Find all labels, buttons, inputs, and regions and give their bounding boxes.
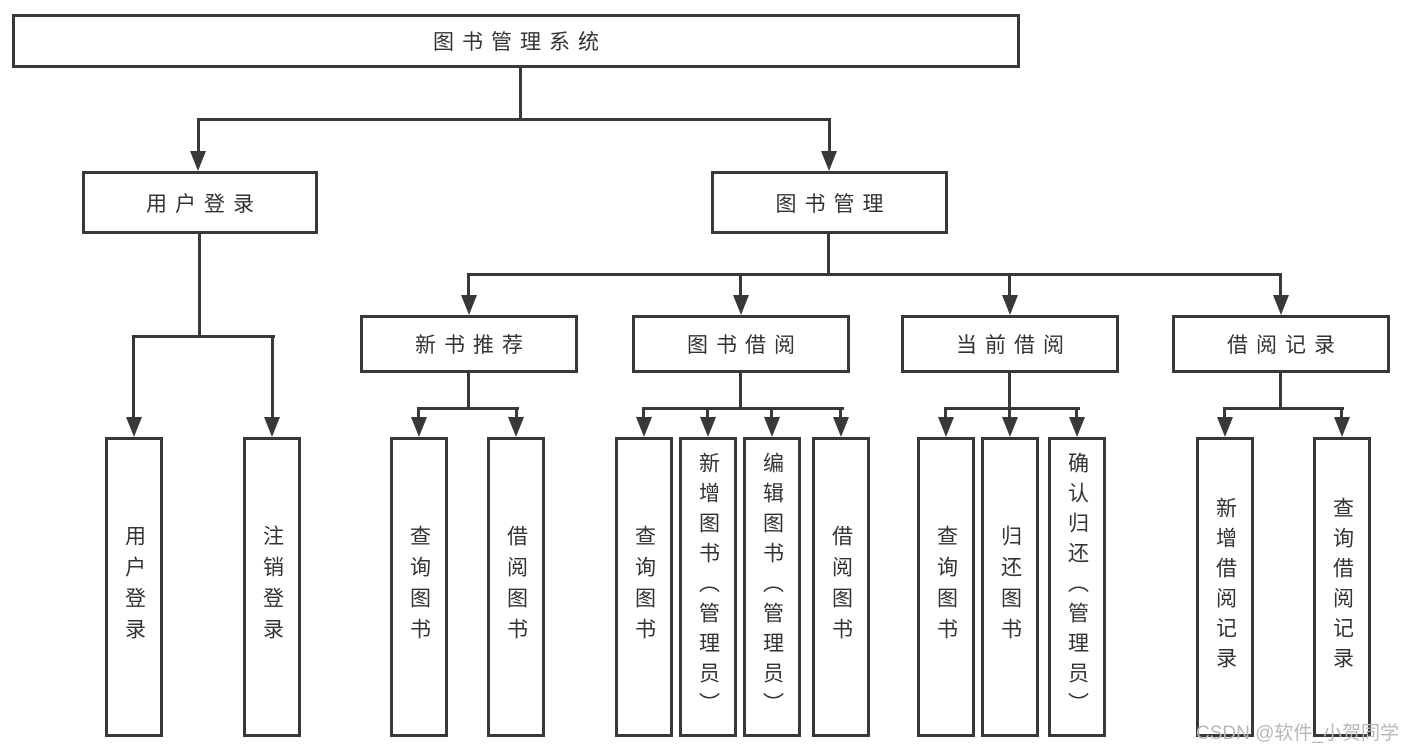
leaf-confirm-return-admin-label: 确认归还（管理员） — [1065, 452, 1089, 722]
arrow-to-leaf-user-login — [126, 417, 142, 437]
edge-to-user-login — [197, 118, 200, 153]
edge-to-add-borrow-record — [1223, 407, 1226, 417]
leaf-edit-books-admin-label: 编辑图书（管理员） — [760, 452, 784, 722]
arrow-to-edit-books — [764, 417, 780, 437]
arrow-to-query-borrow-record — [1334, 417, 1350, 437]
edge-to-query-books-borrow — [642, 407, 645, 417]
leaf-return-books: 归还图书 — [981, 437, 1039, 737]
edge-to-borrowing-records — [1279, 273, 1282, 295]
leaf-query-books-borrow-label: 查询图书 — [632, 525, 656, 649]
edge-to-confirm-return — [1075, 407, 1078, 417]
node-borrowing-records-label: 借阅记录 — [1227, 334, 1343, 357]
edge-to-return-books — [1008, 407, 1011, 417]
leaf-query-books-current-label: 查询图书 — [934, 525, 958, 649]
arrow-to-book-mgmt — [821, 151, 837, 171]
leaf-borrow-books-rec: 借阅图书 — [487, 437, 545, 737]
leaf-borrow-books-borrow: 借阅图书 — [812, 437, 870, 737]
edge-to-borrow-books-rec — [515, 407, 518, 417]
leaf-borrow-books-rec-label: 借阅图书 — [504, 525, 528, 649]
csdn-watermark: CSDN @软件_小贺同学 — [1196, 723, 1399, 744]
edge-current-borrowing-rail — [946, 407, 1080, 410]
leaf-add-borrow-record-label: 新增借阅记录 — [1213, 497, 1237, 677]
leaf-add-books-admin: 新增图书（管理员） — [679, 437, 737, 737]
node-book-borrowing: 图书借阅 — [632, 315, 850, 373]
node-user-login-label: 用户登录 — [146, 192, 262, 216]
leaf-logout: 注销登录 — [243, 437, 301, 737]
leaf-add-books-admin-label: 新增图书（管理员） — [696, 452, 720, 722]
leaf-query-books-rec: 查询图书 — [390, 437, 448, 737]
arrow-to-borrow-books-rec — [508, 417, 524, 437]
edge-root-rail — [197, 118, 831, 121]
edge-to-book-mgmt — [828, 118, 831, 153]
leaf-add-borrow-record: 新增借阅记录 — [1196, 437, 1254, 737]
arrow-to-query-books-rec — [411, 417, 427, 437]
edge-to-borrow-books-borrow — [839, 407, 842, 417]
edge-to-leaf-user-login — [132, 335, 135, 417]
node-borrowing-records: 借阅记录 — [1172, 315, 1390, 373]
leaf-query-books-current: 查询图书 — [917, 437, 975, 737]
edge-book-mgmt-stem — [827, 234, 830, 273]
node-book-mgmt-label: 图书管理 — [775, 192, 892, 216]
node-new-book-rec-label: 新书推荐 — [415, 334, 531, 357]
leaf-user-login: 用户登录 — [105, 437, 163, 737]
arrow-to-add-borrow-record — [1217, 417, 1233, 437]
edge-current-borrowing-stem — [1008, 373, 1011, 407]
arrow-to-borrow-books-borrow — [833, 417, 849, 437]
node-root-label: 图书管理系统 — [433, 31, 607, 54]
arrow-to-return-books — [1002, 417, 1018, 437]
edge-to-add-books — [706, 407, 709, 417]
edge-to-query-books-rec — [417, 407, 420, 417]
node-book-mgmt: 图书管理 — [711, 171, 948, 234]
edge-to-leaf-logout — [271, 335, 274, 417]
leaf-edit-books-admin: 编辑图书（管理员） — [743, 437, 801, 737]
node-user-login: 用户登录 — [82, 171, 318, 234]
edge-to-book-borrowing — [739, 273, 742, 295]
node-current-borrowing: 当前借阅 — [901, 315, 1119, 373]
arrow-to-user-login — [190, 151, 206, 171]
leaf-logout-label: 注销登录 — [260, 525, 284, 649]
leaf-borrow-books-borrow-label: 借阅图书 — [829, 525, 853, 649]
leaf-query-borrow-record: 查询借阅记录 — [1313, 437, 1371, 737]
edge-borrowing-records-stem — [1279, 373, 1282, 407]
edge-root-stem — [519, 68, 522, 118]
edge-user-login-rail — [134, 335, 275, 338]
leaf-confirm-return-admin: 确认归还（管理员） — [1048, 437, 1106, 737]
arrow-to-leaf-logout — [264, 417, 280, 437]
edge-new-book-rec-stem — [467, 373, 470, 407]
arrow-to-current-borrowing — [1002, 295, 1018, 315]
edge-to-edit-books — [770, 407, 773, 417]
edge-book-borrowing-rail — [644, 407, 844, 410]
edge-new-book-rec-rail — [419, 407, 519, 410]
edge-to-new-book-rec — [467, 273, 470, 295]
node-current-borrowing-label: 当前借阅 — [956, 334, 1072, 357]
leaf-query-borrow-record-label: 查询借阅记录 — [1330, 497, 1354, 677]
arrow-to-confirm-return — [1069, 417, 1085, 437]
arrow-to-book-borrowing — [733, 295, 749, 315]
leaf-query-books-rec-label: 查询图书 — [407, 525, 431, 649]
node-new-book-rec: 新书推荐 — [360, 315, 578, 373]
edge-user-login-stem — [198, 234, 201, 335]
edge-book-mgmt-rail — [469, 273, 1282, 276]
edge-book-borrowing-stem — [739, 373, 742, 407]
edge-to-current-borrowing — [1008, 273, 1011, 295]
edge-to-query-books-current — [944, 407, 947, 417]
leaf-query-books-borrow: 查询图书 — [615, 437, 673, 737]
arrow-to-query-books-borrow — [636, 417, 652, 437]
arrow-to-new-book-rec — [461, 295, 477, 315]
leaf-return-books-label: 归还图书 — [998, 525, 1022, 649]
arrow-to-add-books — [700, 417, 716, 437]
arrow-to-borrowing-records — [1273, 295, 1289, 315]
node-root: 图书管理系统 — [12, 14, 1020, 68]
leaf-user-login-label: 用户登录 — [122, 525, 146, 649]
arrow-to-query-books-current — [938, 417, 954, 437]
edge-to-query-borrow-record — [1340, 407, 1343, 417]
edge-borrowing-records-rail — [1225, 407, 1344, 410]
node-book-borrowing-label: 图书借阅 — [687, 334, 803, 357]
